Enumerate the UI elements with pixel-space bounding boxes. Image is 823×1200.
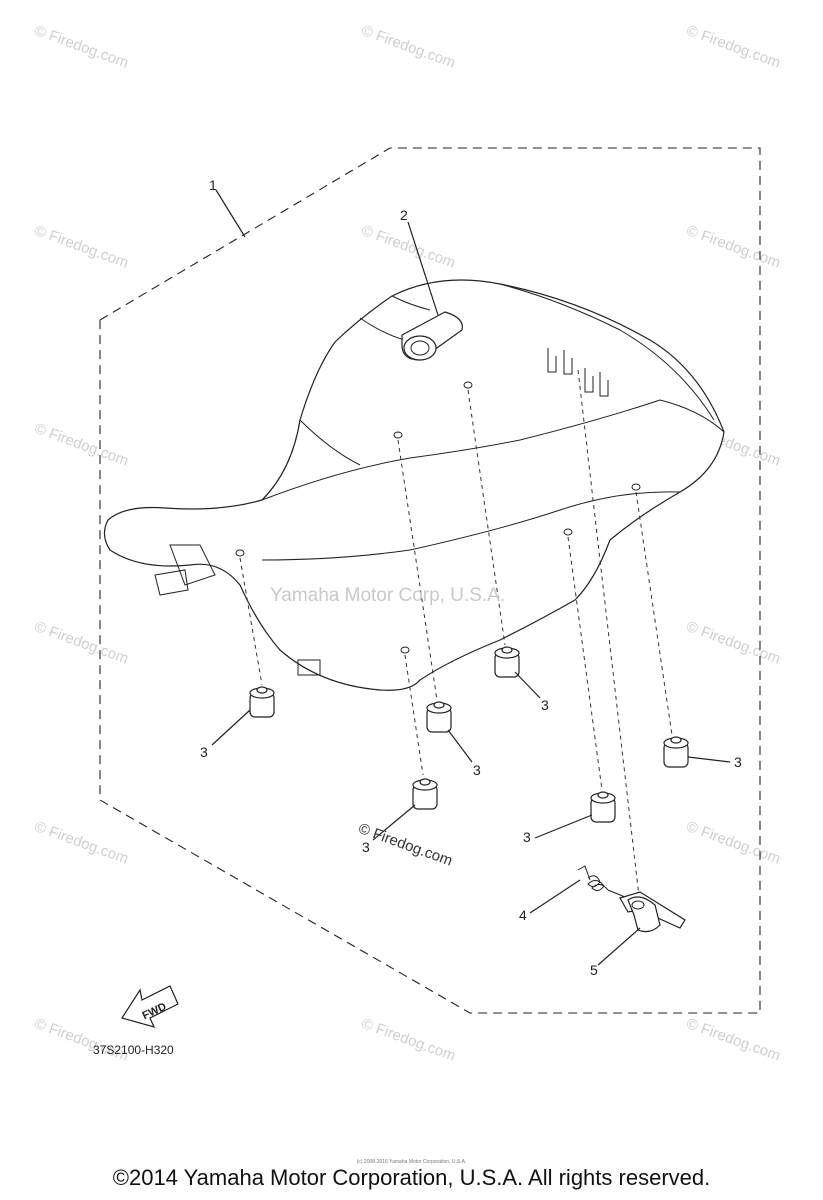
callout-4: 4 (519, 907, 527, 923)
seat-cushion (103, 279, 725, 691)
callout-3: 3 (734, 754, 742, 770)
damper-5 (412, 778, 438, 810)
drawing-code: 37S2100-H320 (93, 1043, 174, 1057)
callout-3: 3 (200, 744, 208, 760)
seat-lock-spring (577, 865, 626, 898)
damper-3 (494, 646, 520, 678)
tiny-credit: (c) 2008-2016 Yamaha Motor Corporation, … (356, 1159, 467, 1165)
copyright-notice: ©2014 Yamaha Motor Corporation, U.S.A. A… (112, 1165, 711, 1190)
center-watermark: Yamaha Motor Corp, U.S.A. (270, 585, 506, 606)
forward-arrow-icon: FWD (121, 985, 179, 1028)
damper-1 (249, 686, 275, 718)
callout-3: 3 (473, 762, 481, 778)
callout-1: 1 (209, 177, 217, 193)
callout-3: 3 (523, 829, 531, 845)
damper-4 (663, 736, 689, 768)
seat-lock-hook (619, 891, 686, 933)
seat-strap (401, 311, 463, 361)
callout-5: 5 (590, 962, 598, 978)
damper-6 (590, 791, 616, 823)
callout-2: 2 (400, 207, 408, 223)
assembly-boundary (99, 147, 761, 1014)
callout-3: 3 (362, 839, 370, 855)
damper-2 (426, 701, 452, 733)
callout-3: 3 (541, 697, 549, 713)
